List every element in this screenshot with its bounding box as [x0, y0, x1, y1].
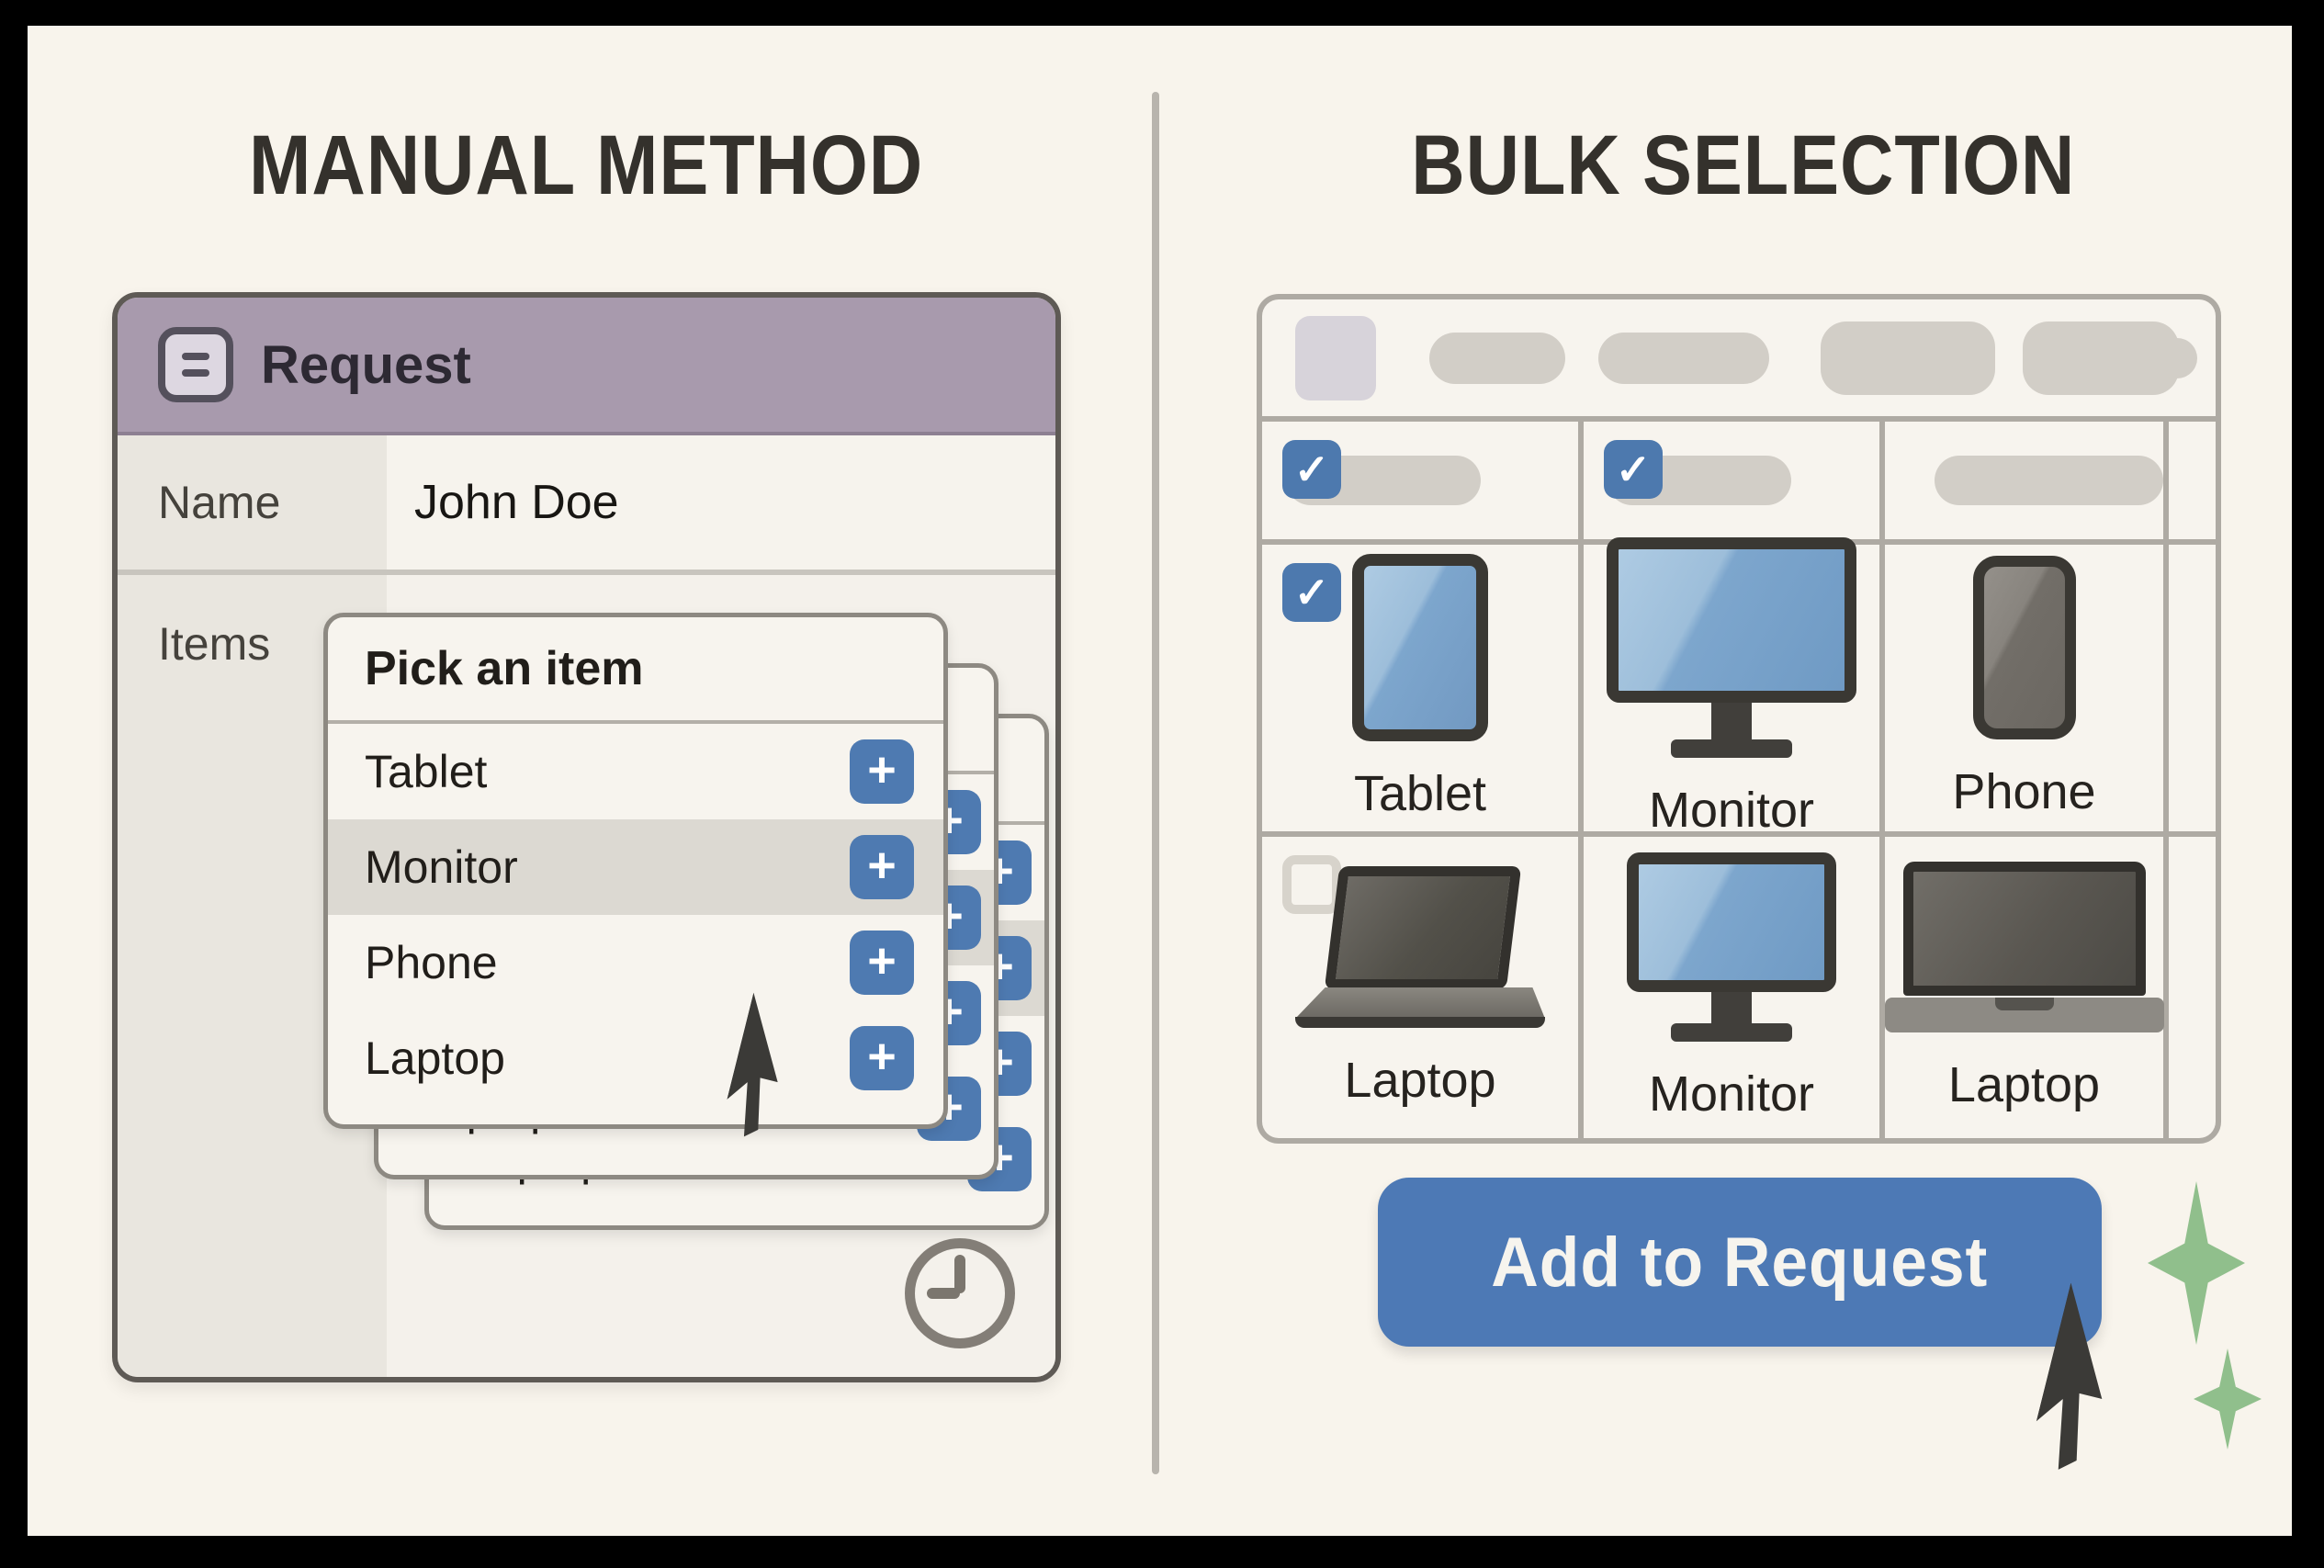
- sparkle-icon-small: [2194, 1348, 2262, 1450]
- toolbar-pill: [1429, 333, 1565, 384]
- device-label: Monitor: [1648, 1066, 1815, 1122]
- toolbar-pill: [2149, 338, 2197, 378]
- bulk-selection-title: BULK SELECTION: [1411, 118, 2076, 212]
- item-cell-monitor[interactable]: Monitor: [1584, 537, 1879, 838]
- select-all-checkbox[interactable]: ✓: [1282, 440, 1341, 499]
- sparkle-icon-large: [2148, 1181, 2245, 1345]
- bulk-table: ✓ ✓ ✓ Tablet: [1257, 294, 2221, 1144]
- plus-button[interactable]: +: [850, 739, 914, 804]
- device-label: Monitor: [1648, 783, 1815, 838]
- tablet-icon: [1352, 554, 1488, 741]
- name-label: Name: [118, 435, 387, 570]
- monitor-icon: [1607, 537, 1856, 758]
- header-cell-col2: ✓: [1584, 422, 1879, 539]
- item-cell-laptop[interactable]: Laptop: [1262, 837, 1578, 1138]
- selection-grid: ✓ ✓ ✓ Tablet: [1262, 422, 2216, 1138]
- monitor-icon: [1627, 852, 1836, 1042]
- option-label: Laptop: [365, 1032, 505, 1084]
- item-cell-monitor-2[interactable]: Monitor: [1584, 837, 1879, 1138]
- option-label: Tablet: [365, 746, 488, 797]
- dropdown-option-monitor[interactable]: Monitor +: [328, 819, 943, 915]
- add-to-request-button[interactable]: Add to Request: [1378, 1178, 2102, 1347]
- name-row: Name John Doe: [118, 435, 1055, 570]
- toolbar-pill: [1821, 321, 1995, 395]
- plus-button[interactable]: +: [850, 1026, 914, 1090]
- header-cell-col1: ✓: [1262, 422, 1578, 539]
- toolbar-menu-placeholder: [1295, 316, 1376, 400]
- dropdown-option-tablet[interactable]: Tablet +: [328, 724, 943, 819]
- header-cell-col4: [2169, 422, 2216, 539]
- select-all-checkbox[interactable]: ✓: [1604, 440, 1663, 499]
- laptop-open-icon: [1295, 866, 1545, 1028]
- table-toolbar: [1262, 299, 2216, 422]
- header-cell-col3: [1885, 422, 2163, 539]
- dropdown-separator: [328, 720, 943, 724]
- laptop-closed-icon: [1884, 862, 2164, 1032]
- manual-method-title: MANUAL METHOD: [249, 118, 924, 212]
- device-label: Phone: [1952, 764, 2096, 819]
- option-label: Phone: [365, 937, 498, 988]
- center-divider: [1152, 92, 1159, 1474]
- clock-icon: [905, 1238, 1015, 1348]
- request-card-header: Request: [118, 298, 1055, 435]
- toolbar-pill: [1598, 333, 1769, 384]
- form-icon: [158, 327, 233, 402]
- device-label: Laptop: [1344, 1053, 1496, 1108]
- dropdown-header[interactable]: Pick an item: [365, 642, 644, 695]
- empty-cell: [2169, 837, 2216, 1138]
- device-label: Laptop: [1947, 1057, 2101, 1112]
- plus-button[interactable]: +: [850, 931, 914, 995]
- header-pill: [1935, 456, 2163, 505]
- option-label: Monitor: [365, 841, 518, 893]
- dropdown-option-phone[interactable]: Phone +: [328, 915, 943, 1010]
- row-checkbox[interactable]: ✓: [1282, 563, 1341, 622]
- dropdown-panel-front: Pick an item Tablet + Monitor + Phone + …: [323, 613, 948, 1129]
- item-cell-tablet[interactable]: ✓ Tablet: [1262, 545, 1578, 831]
- row-divider: [118, 570, 1055, 575]
- plus-button[interactable]: +: [850, 835, 914, 899]
- item-cell-laptop-2[interactable]: Laptop: [1884, 837, 2164, 1138]
- dropdown-option-laptop[interactable]: Laptop +: [328, 1010, 943, 1106]
- device-label: Tablet: [1353, 766, 1487, 821]
- name-value[interactable]: John Doe: [387, 435, 1055, 570]
- item-cell-phone[interactable]: Phone: [1885, 545, 2163, 831]
- request-card-title: Request: [261, 334, 471, 395]
- phone-icon: [1972, 556, 2076, 739]
- empty-cell: [2169, 545, 2216, 831]
